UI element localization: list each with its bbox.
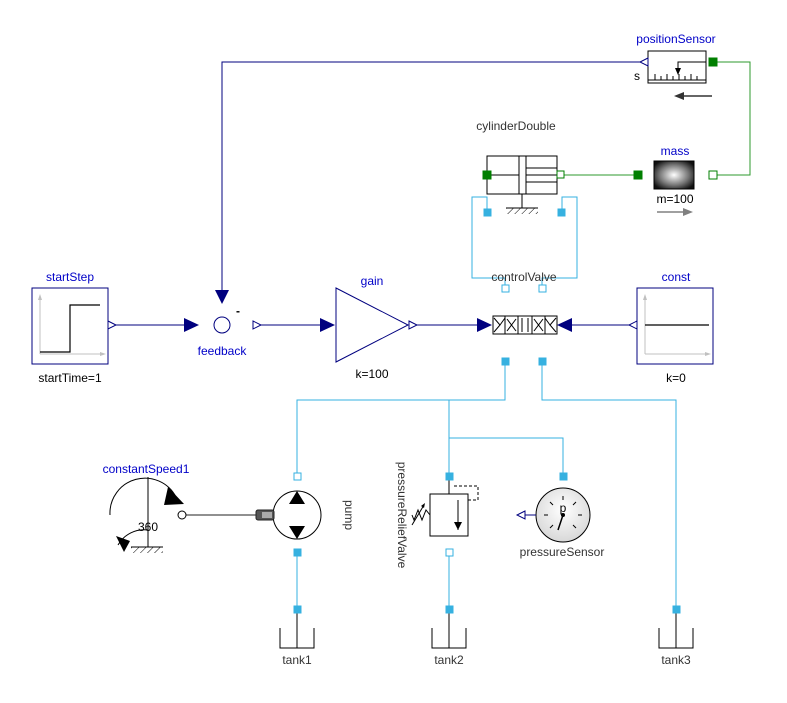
pump-port-a[interactable] <box>293 472 302 481</box>
pressurereliefvalve-port-b[interactable] <box>445 548 454 557</box>
positionsensor-block[interactable]: positionSensor s <box>634 32 718 100</box>
tank1-port[interactable] <box>293 605 302 614</box>
const-output-port[interactable] <box>627 320 638 330</box>
controlvalve-name-label: controlValve <box>491 270 556 284</box>
constantspeed1-block[interactable]: constantSpeed1 360 <box>103 462 190 553</box>
pressuresensor-output-port[interactable] <box>515 510 526 520</box>
hyd-line-relief-psensor <box>449 437 564 476</box>
pressurereliefvalve-block[interactable]: pressureReliefValve <box>395 462 479 569</box>
gain-block[interactable]: gain k=100 <box>320 274 419 381</box>
hyd-line-cylB-valveB <box>541 196 578 287</box>
mass-name-label: mass <box>661 144 690 158</box>
tank3-port[interactable] <box>672 605 681 614</box>
tank1-name-label: tank1 <box>282 653 312 667</box>
mass-block[interactable]: mass m=100 <box>633 144 718 216</box>
pressuresensor-glyph: p <box>560 501 567 515</box>
pressuresensor-port[interactable] <box>559 472 568 481</box>
gain-output-port[interactable] <box>408 320 419 330</box>
feedback-input2-arrow <box>215 290 229 304</box>
signal-line-position-feedback <box>221 61 645 292</box>
pressurereliefvalve-port-a[interactable] <box>445 472 454 481</box>
controlvalve-port-t[interactable] <box>538 357 547 366</box>
startstep-name-label: startStep <box>46 270 94 284</box>
feedback-input1-arrow <box>184 318 199 332</box>
const-block[interactable]: const k=0 <box>627 270 714 385</box>
mass-flange-right[interactable] <box>708 170 718 180</box>
hyd-line-valveP-pump <box>296 362 506 476</box>
pump-name-label: pump <box>342 500 356 530</box>
tank3-name-label: tank3 <box>661 653 691 667</box>
const-name-label: const <box>662 270 691 284</box>
constantspeed1-param-label: 360 <box>138 520 158 534</box>
cylinderdouble-port-b[interactable] <box>557 208 566 217</box>
controlvalve-right-arrow <box>557 318 572 332</box>
hyd-line-cylA-valveA <box>471 196 506 287</box>
positionsensor-output-port[interactable] <box>638 57 649 67</box>
positionsensor-flange[interactable] <box>708 57 718 67</box>
tank2-block[interactable]: tank2 <box>431 605 467 667</box>
tank3-block[interactable]: tank3 <box>658 605 694 667</box>
gain-input-arrow <box>320 318 335 332</box>
positionsensor-name-label: positionSensor <box>636 32 715 46</box>
mass-flange-left[interactable] <box>633 170 643 180</box>
tank2-port[interactable] <box>445 605 454 614</box>
mech-line-mass-sensor <box>713 61 751 176</box>
controlvalve-left-arrow <box>477 318 492 332</box>
feedback-block[interactable]: - feedback <box>184 290 263 358</box>
pressuresensor-name-label: pressureSensor <box>520 545 605 559</box>
pump-port-b[interactable] <box>293 548 302 557</box>
gain-param-label: k=100 <box>355 367 388 381</box>
feedback-sign-label: - <box>236 304 240 318</box>
connections <box>110 61 751 610</box>
constantspeed1-flange[interactable] <box>177 510 187 520</box>
tank2-name-label: tank2 <box>434 653 464 667</box>
const-param-label: k=0 <box>666 371 686 385</box>
tank1-block[interactable]: tank1 <box>279 605 315 667</box>
positionsensor-port-label: s <box>634 69 640 83</box>
controlvalve-port-a[interactable] <box>501 284 510 293</box>
cylinderdouble-flange-right[interactable] <box>556 170 565 179</box>
cylinderdouble-port-a[interactable] <box>483 208 492 217</box>
pressurereliefvalve-name-label: pressureReliefValve <box>395 462 409 569</box>
feedback-output-port[interactable] <box>252 320 263 330</box>
hyd-line-valveT-tank3 <box>541 362 677 610</box>
cylinderdouble-flange-left[interactable] <box>482 170 492 180</box>
pump-block[interactable]: pump <box>255 472 356 557</box>
startstep-block[interactable]: startStep startTime=1 <box>31 270 118 385</box>
feedback-name-label: feedback <box>198 344 248 358</box>
gain-name-label: gain <box>361 274 384 288</box>
controlvalve-block[interactable]: controlValve <box>477 270 572 366</box>
constantspeed1-name-label: constantSpeed1 <box>103 462 190 476</box>
pressuresensor-block[interactable]: p pressureSensor <box>515 472 605 559</box>
cylinderdouble-block[interactable]: cylinderDouble <box>476 119 566 217</box>
mass-param-label: m=100 <box>656 192 693 206</box>
cylinderdouble-name-label: cylinderDouble <box>476 119 556 133</box>
controlvalve-port-b[interactable] <box>538 284 547 293</box>
startstep-param-label: startTime=1 <box>38 371 102 385</box>
startstep-output-port[interactable] <box>107 320 118 330</box>
controlvalve-port-p[interactable] <box>501 357 510 366</box>
